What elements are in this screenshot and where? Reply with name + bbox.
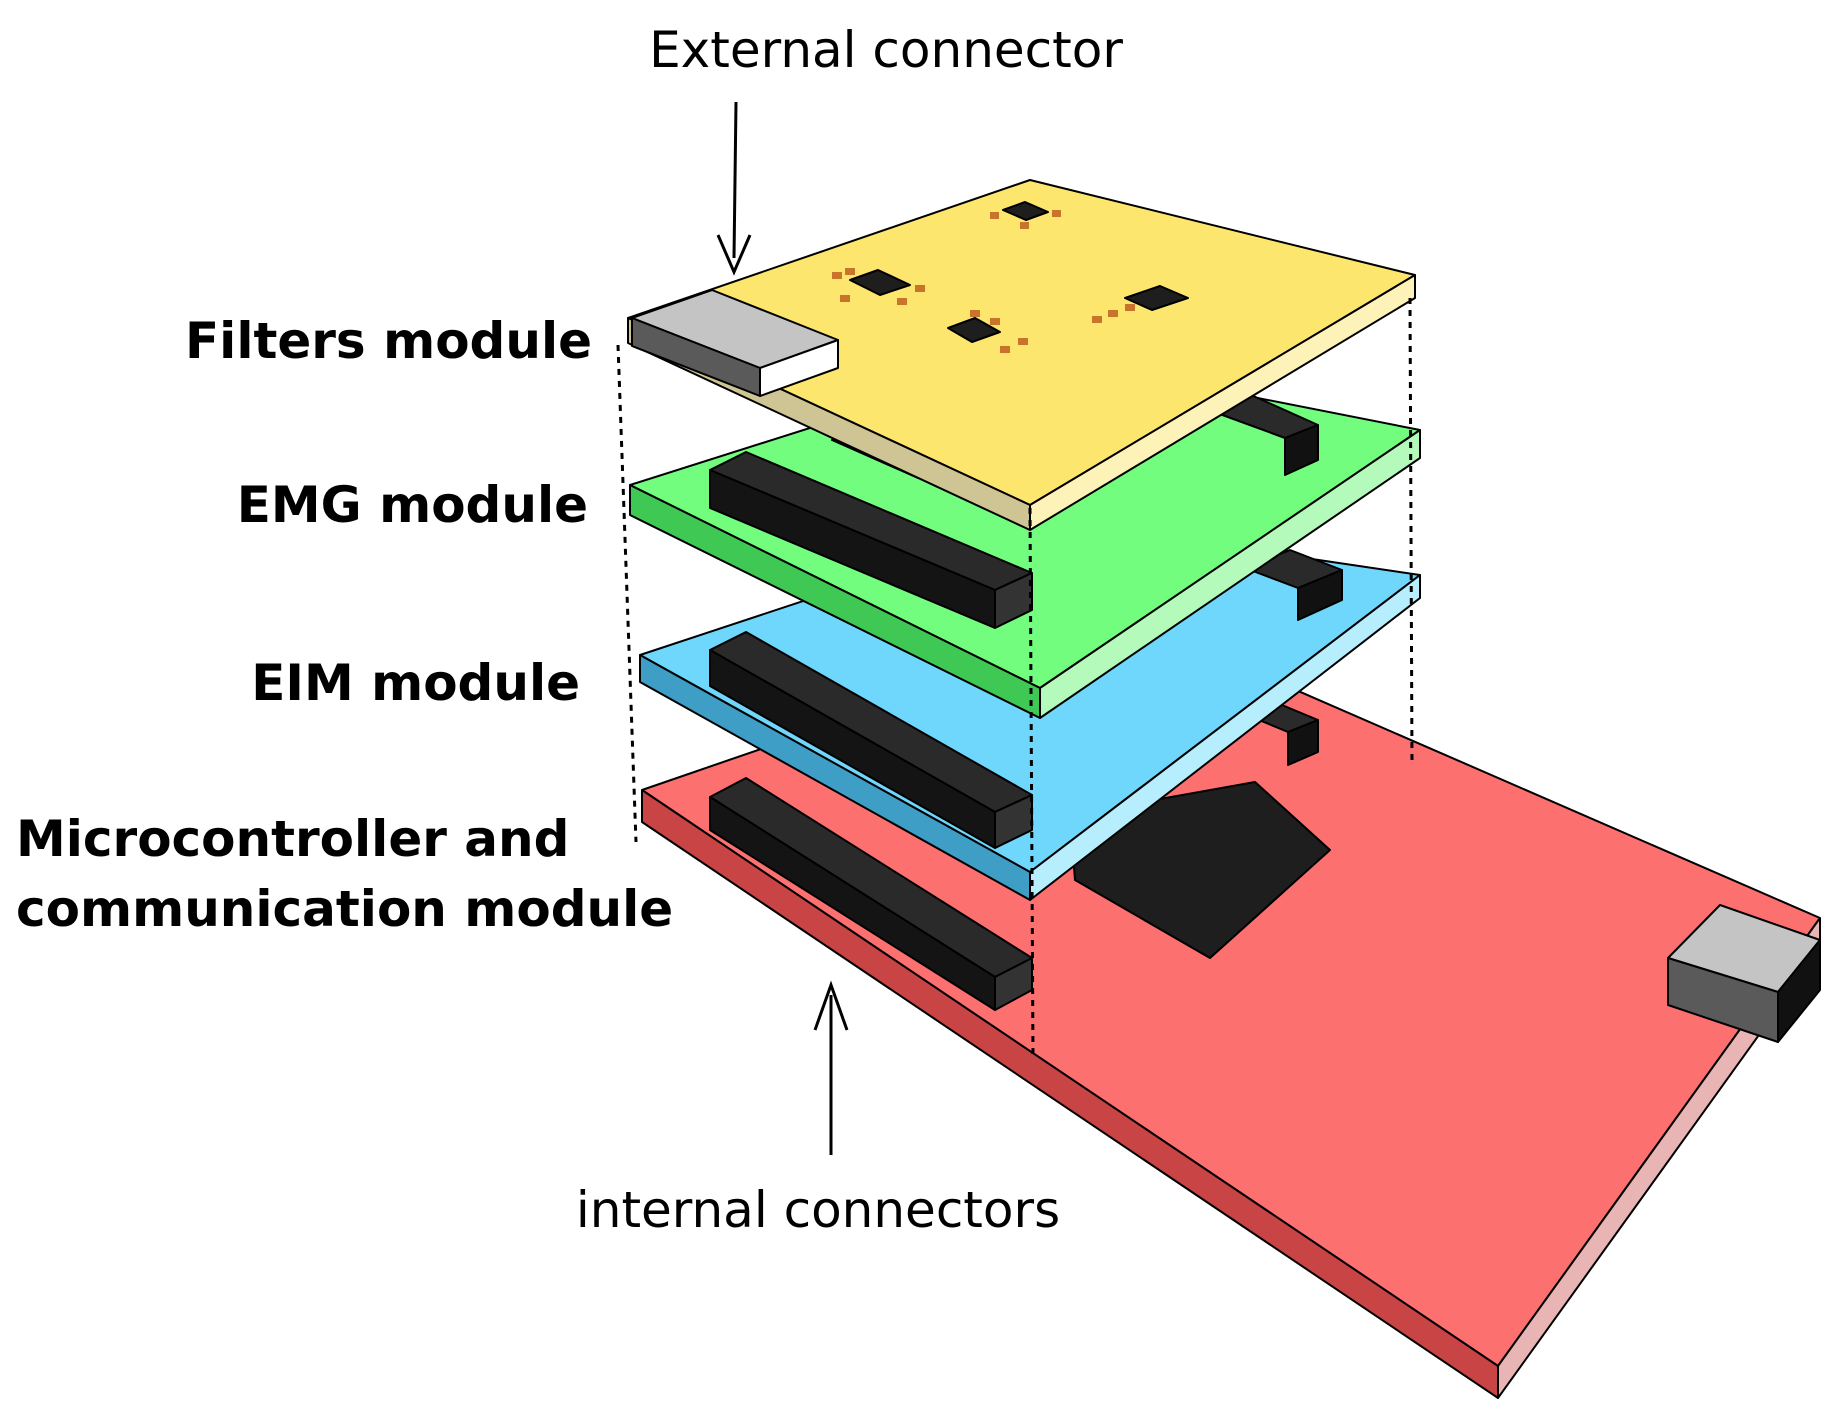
- alignment-line-left: [616, 344, 638, 843]
- smd-components: [832, 201, 1189, 353]
- resistor: [1018, 338, 1028, 345]
- rear-connector-emg-side: [1284, 424, 1319, 476]
- microcontroller-module-label-line1: Microcontroller and: [16, 810, 569, 868]
- resistor: [990, 318, 1000, 325]
- microcontroller-module-label-line2: communication module: [16, 880, 673, 938]
- resistor: [1108, 310, 1118, 317]
- eim-module-label: EIM module: [251, 654, 580, 712]
- internal-connectors-arrow: [813, 980, 849, 1155]
- internal-connector-eim-end: [994, 794, 1033, 849]
- resistor: [1052, 210, 1061, 217]
- internal-connectors-label: internal connectors: [576, 1181, 1060, 1239]
- usb-connector-side: [1777, 939, 1821, 1043]
- emg-board-right-edge: [1039, 429, 1421, 719]
- resistor: [845, 268, 855, 275]
- resistor: [832, 272, 842, 279]
- resistor: [1020, 222, 1029, 229]
- alignment-lines: [616, 297, 1414, 1059]
- eim-board-right-edge: [1029, 574, 1421, 901]
- chip-u2: [849, 269, 911, 296]
- external-connector-label: External connector: [649, 21, 1123, 79]
- resistor: [990, 212, 999, 219]
- chip-u4: [1124, 285, 1189, 311]
- internal-connector-emg-end: [994, 572, 1033, 629]
- rear-connector-eim-side: [1287, 719, 1319, 766]
- resistor: [840, 295, 850, 302]
- alignment-line-right: [1408, 297, 1414, 766]
- chip-u3: [947, 317, 1001, 343]
- external-connector-end: [759, 339, 839, 397]
- resistor: [1000, 346, 1010, 353]
- resistor: [915, 285, 925, 292]
- resistor: [897, 298, 907, 305]
- chip-u1: [1002, 201, 1049, 221]
- external-connector-arrow: [716, 101, 752, 276]
- emg-module-label: EMG module: [237, 476, 588, 534]
- resistor: [1125, 304, 1135, 311]
- alignment-line-center: [1028, 507, 1035, 1059]
- resistor: [970, 310, 980, 317]
- filters-board: [627, 179, 1416, 531]
- rear-connector-eim2-side: [1297, 569, 1343, 621]
- resistor: [1092, 316, 1102, 323]
- filters-module-label: Filters module: [185, 312, 592, 370]
- microcontroller-chip: [1069, 781, 1331, 959]
